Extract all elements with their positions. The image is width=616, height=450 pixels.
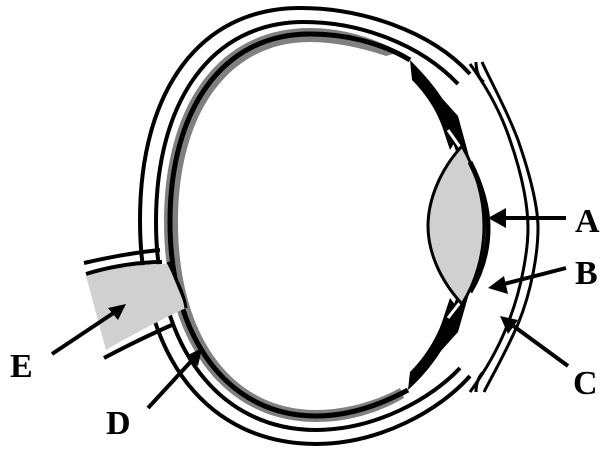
label-a: A bbox=[575, 203, 600, 240]
arrow-d bbox=[148, 348, 202, 408]
label-c: C bbox=[573, 365, 598, 402]
arrow-b bbox=[488, 268, 566, 294]
label-e: E bbox=[10, 348, 33, 385]
label-d: D bbox=[106, 405, 131, 442]
ciliary-body-lower bbox=[408, 298, 456, 390]
choroid-layer bbox=[164, 28, 404, 422]
retina-layer bbox=[170, 34, 410, 416]
label-b: B bbox=[575, 255, 598, 292]
